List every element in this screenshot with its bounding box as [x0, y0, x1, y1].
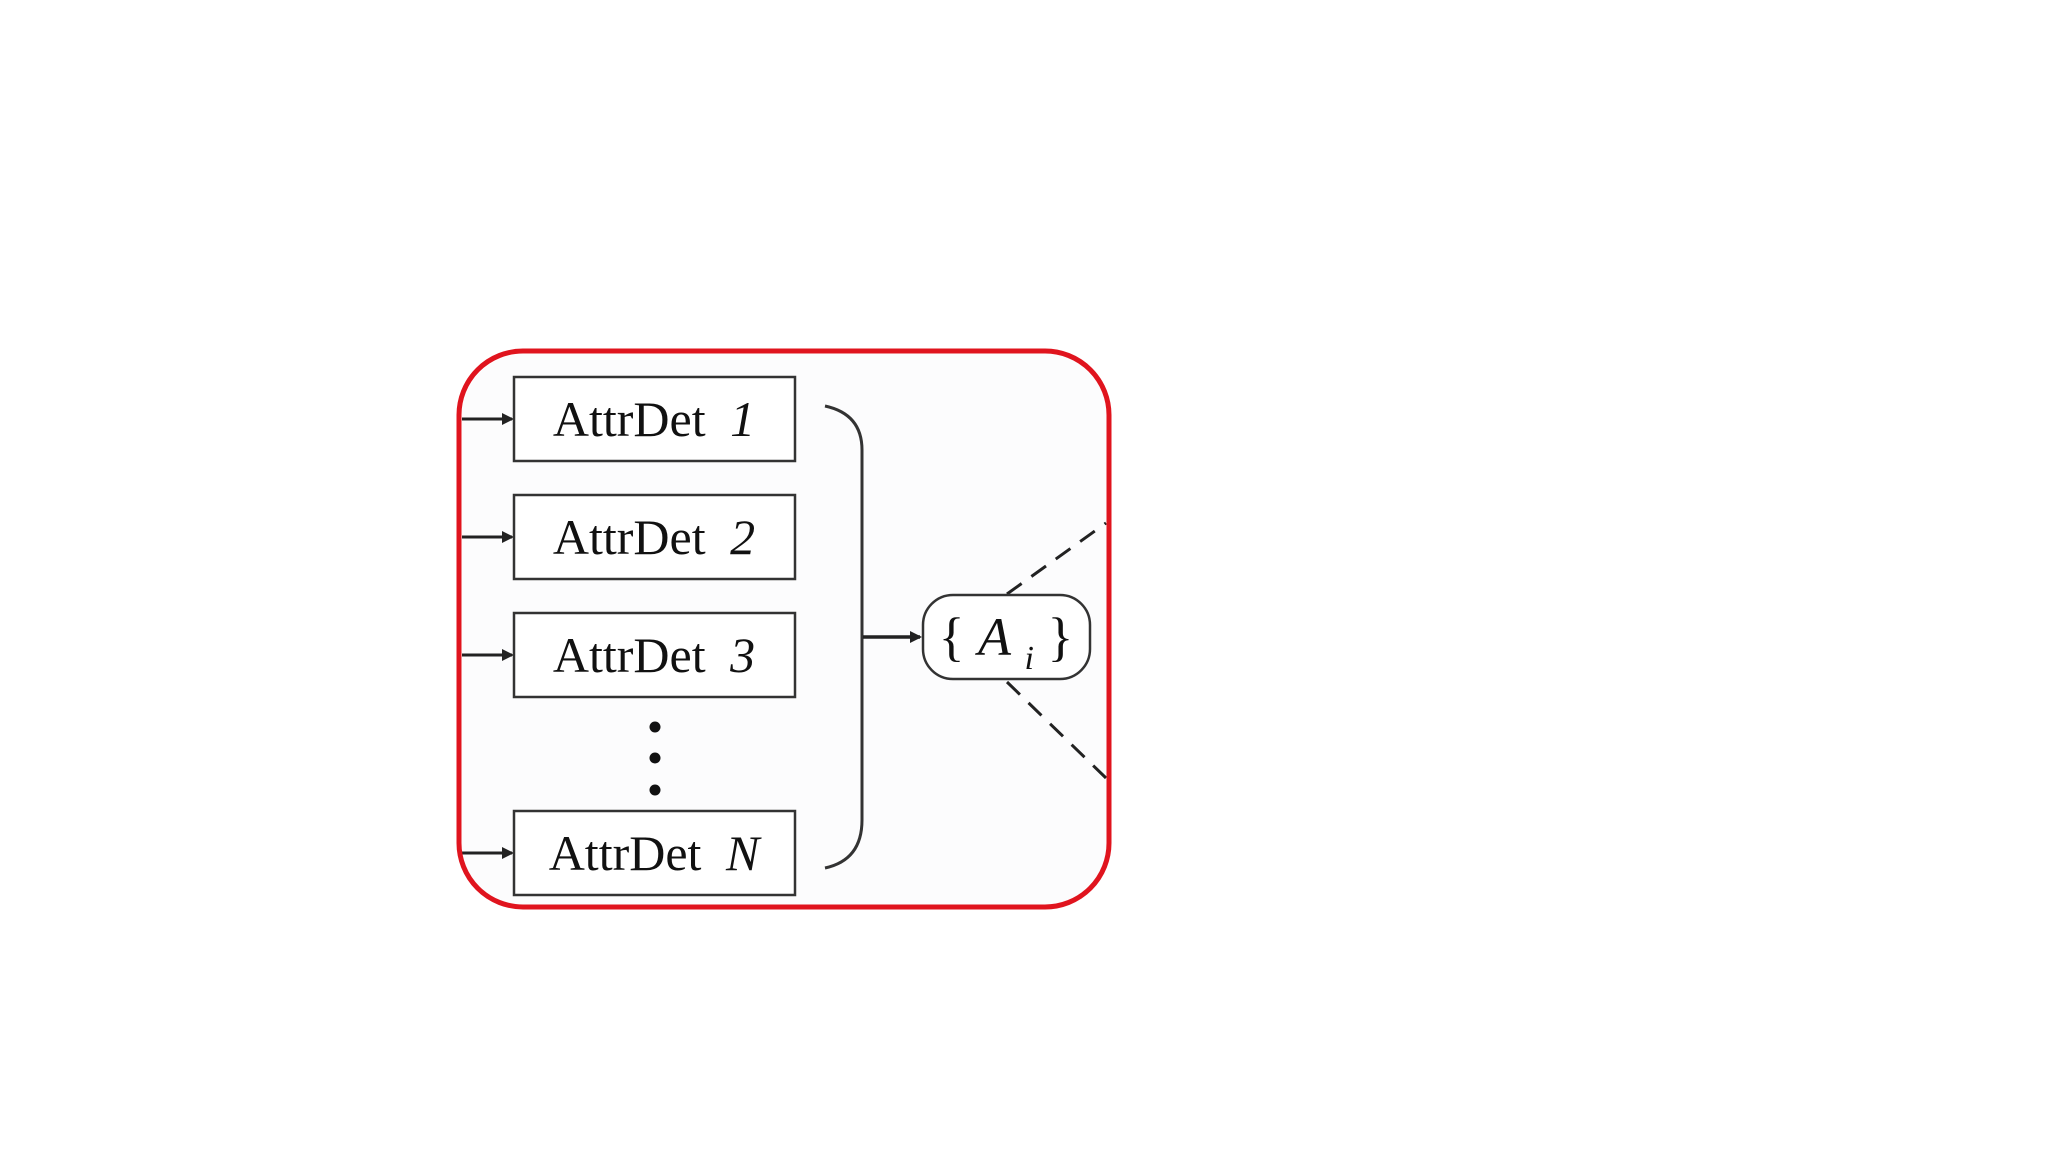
- detector-box-1: AttrDet 1: [512, 375, 797, 463]
- open-brace: {: [939, 607, 965, 667]
- detector-box-n: AttrDet N: [512, 809, 797, 897]
- dashed-line-lower: [1005, 680, 1108, 780]
- ellipsis-dots: [649, 721, 661, 796]
- input-arrows: [462, 413, 514, 859]
- detector-box-3: AttrDet 3: [512, 611, 797, 699]
- attribute-set-node: { A i }: [921, 593, 1092, 681]
- attribute-subscript: i: [1025, 640, 1034, 677]
- detector-label: AttrDet: [553, 509, 706, 565]
- svg-text:{ A i: { A i }: [939, 607, 1074, 681]
- svg-text:AttrDet N: AttrDet N: [549, 825, 762, 881]
- detector-box-2: AttrDet 2: [512, 493, 797, 581]
- svg-text:AttrDet 3: AttrDet 3: [553, 627, 755, 683]
- close-brace: }: [1047, 607, 1073, 667]
- svg-text:AttrDet 1: AttrDet 1: [553, 391, 755, 447]
- detector-index: N: [725, 825, 762, 881]
- dashed-line-upper: [1006, 521, 1107, 596]
- detector-label: AttrDet: [553, 627, 706, 683]
- detector-label: AttrDet: [553, 391, 706, 447]
- detector-label: AttrDet: [549, 825, 702, 881]
- detector-index: 3: [729, 627, 755, 683]
- detector-index: 1: [730, 391, 755, 447]
- svg-text:AttrDet 2: AttrDet 2: [553, 509, 755, 565]
- attribute-symbol: A: [975, 607, 1012, 667]
- detector-index: 2: [730, 509, 755, 565]
- grouping-brace: [824, 404, 864, 870]
- highlight-frame: [456, 348, 1112, 910]
